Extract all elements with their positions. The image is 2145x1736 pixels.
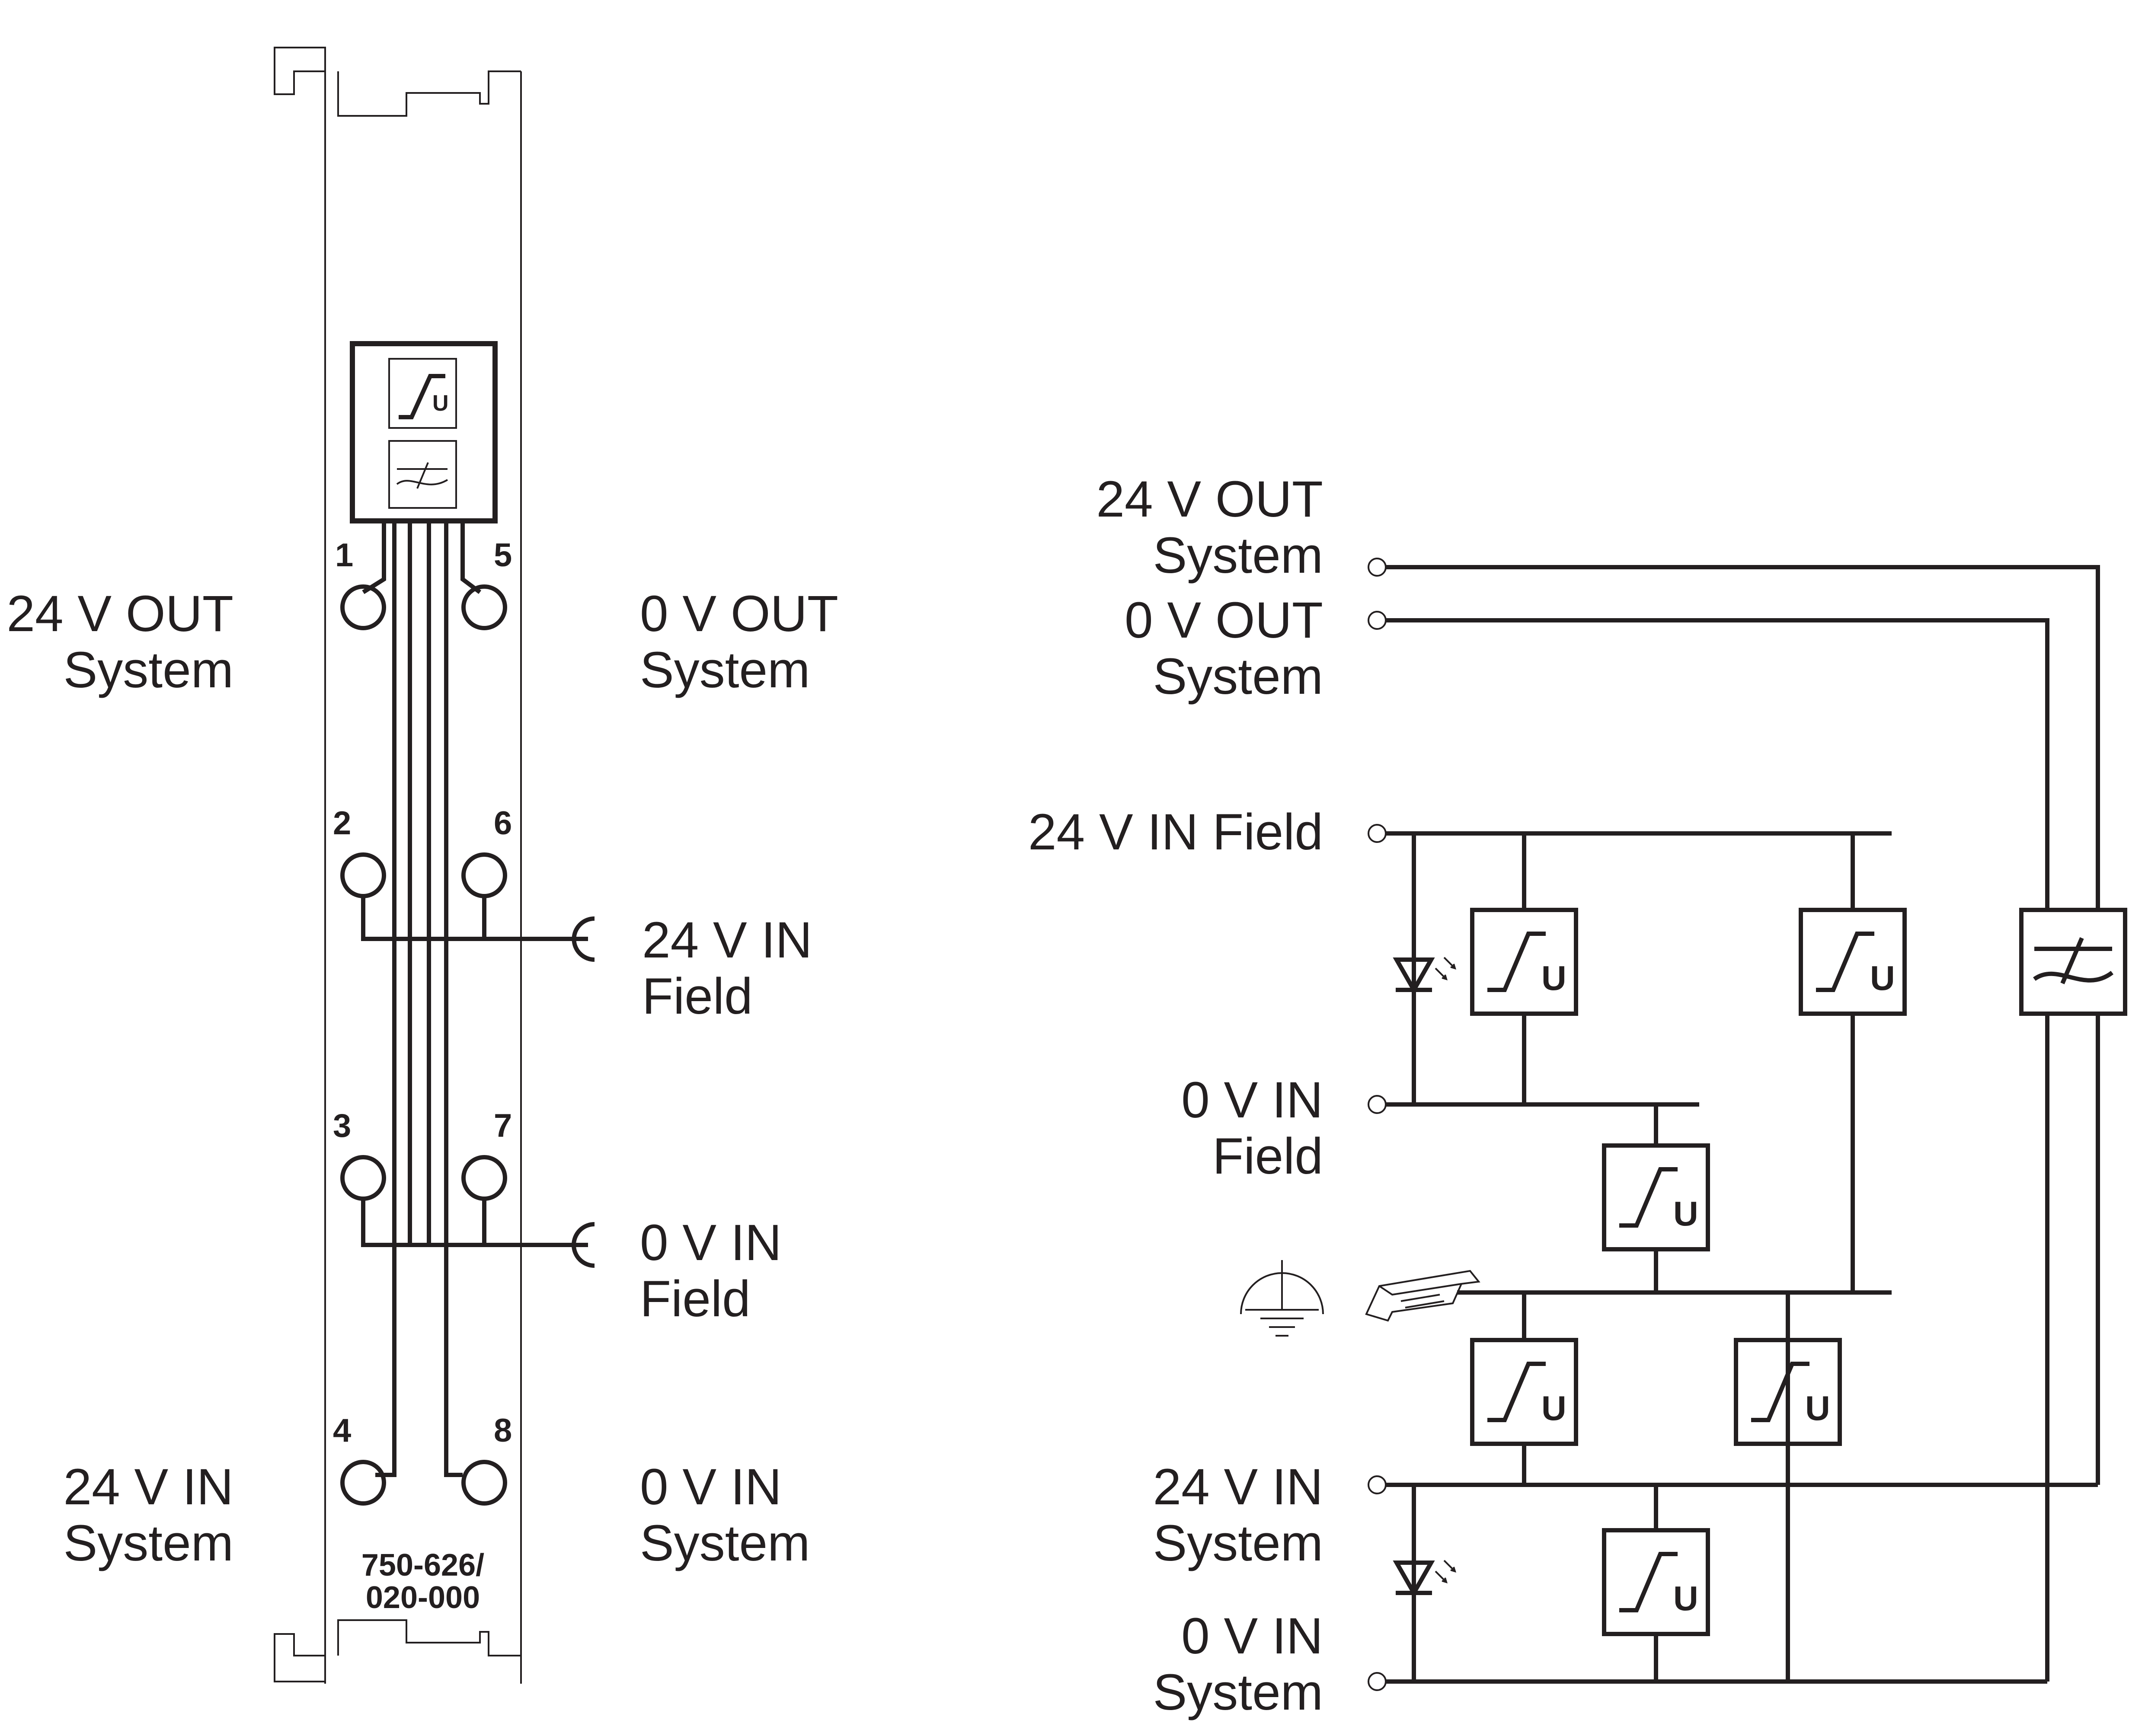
surge-block-2: U bbox=[1799, 908, 1907, 1016]
surge-block-4: U bbox=[1470, 1338, 1578, 1446]
sch-terminal-24v-out[interactable] bbox=[1368, 558, 1387, 577]
ground-icon bbox=[1240, 1260, 1324, 1337]
filter-symbol bbox=[2019, 908, 2127, 1016]
sch-label-0v-out: 0 V OUT bbox=[1125, 592, 1323, 649]
schematic-terminals bbox=[1368, 558, 1387, 1691]
label-24v-out-system: 24 V OUT bbox=[6, 585, 233, 642]
label-0v-out-system: 0 V OUT bbox=[640, 585, 838, 642]
terminal-number-1: 1 bbox=[335, 537, 353, 574]
sch-terminal-24v-in-field[interactable] bbox=[1368, 824, 1387, 843]
terminal-3[interactable] bbox=[340, 1155, 386, 1201]
surge-letter-2: U bbox=[1870, 959, 1895, 997]
module-terminals bbox=[340, 584, 595, 1506]
sch-terminal-0v-out[interactable] bbox=[1368, 611, 1387, 630]
filter-symbol bbox=[388, 440, 457, 509]
terminal-2[interactable] bbox=[340, 852, 386, 898]
schematic-labels: 24 V OUT System 0 V OUT System 24 V IN F… bbox=[1028, 471, 1323, 1721]
led-icon-2 bbox=[1393, 1560, 1456, 1598]
surge-letter-3: U bbox=[1673, 1194, 1698, 1233]
label-24v-in-system-2: System bbox=[64, 1515, 233, 1572]
surge-letter-4: U bbox=[1541, 1389, 1566, 1427]
schematic-wiring bbox=[1386, 565, 2100, 1684]
terminal-1[interactable] bbox=[340, 584, 386, 630]
terminal-number-6: 6 bbox=[494, 805, 512, 842]
label-24v-in-field: 24 V IN bbox=[642, 912, 812, 969]
surge-letter-6: U bbox=[1673, 1579, 1698, 1618]
terminal-5[interactable] bbox=[461, 584, 507, 630]
sch-terminal-0v-in-system[interactable] bbox=[1368, 1672, 1387, 1691]
terminal-8[interactable] bbox=[461, 1460, 507, 1506]
sch-terminal-0v-in-field[interactable] bbox=[1368, 1095, 1387, 1114]
terminal-numbers: 1 5 2 6 3 7 4 8 bbox=[333, 537, 512, 1449]
label-0v-in-system-2: System bbox=[640, 1515, 810, 1572]
label-24v-in-system: 24 V IN bbox=[63, 1458, 233, 1516]
sch-label-0v-in-field-2: Field bbox=[1212, 1128, 1323, 1185]
label-0v-out-system-2: System bbox=[640, 641, 810, 699]
terminal-number-7: 7 bbox=[494, 1107, 512, 1144]
sch-label-0v-in-system-2: System bbox=[1153, 1664, 1323, 1721]
label-0v-in-field-2: Field bbox=[640, 1270, 751, 1328]
surge-block-3: U bbox=[1602, 1143, 1710, 1251]
module-labels: 24 V OUT System 0 V OUT System 24 V IN F… bbox=[6, 585, 838, 1615]
sch-label-0v-in-system: 0 V IN bbox=[1181, 1608, 1323, 1665]
terminal-number-8: 8 bbox=[494, 1412, 512, 1449]
sch-terminal-24v-in-system[interactable] bbox=[1368, 1475, 1387, 1494]
sch-label-24v-in-system: 24 V IN bbox=[1153, 1458, 1323, 1516]
terminal-4[interactable] bbox=[340, 1460, 386, 1506]
terminal-6[interactable] bbox=[461, 852, 507, 898]
label-24v-out-system-2: System bbox=[64, 641, 233, 699]
sch-label-24v-in-field: 24 V IN Field bbox=[1028, 804, 1323, 861]
led-icon bbox=[1393, 957, 1456, 995]
module-housing bbox=[274, 47, 522, 1684]
terminal-number-2: 2 bbox=[333, 805, 351, 842]
din-rail-icon bbox=[1365, 1270, 1480, 1322]
module-surge-letter: U bbox=[432, 391, 449, 416]
terminal-number-3: 3 bbox=[333, 1107, 351, 1144]
symbols-box: U bbox=[350, 341, 498, 523]
surge-block-1: U bbox=[1470, 908, 1578, 1016]
sch-label-0v-out-2: System bbox=[1153, 648, 1323, 705]
terminal-number-4: 4 bbox=[333, 1412, 351, 1449]
sch-label-24v-out-2: System bbox=[1153, 527, 1323, 584]
terminal-number-5: 5 bbox=[494, 537, 512, 574]
internal-bus bbox=[362, 521, 481, 1477]
surge-block-5: U bbox=[1734, 1338, 1842, 1446]
part-number-2: 020-000 bbox=[366, 1580, 480, 1615]
surge-protection-symbol bbox=[388, 358, 457, 429]
surge-block-6: U bbox=[1602, 1528, 1710, 1636]
surge-blocks: U U U U U U bbox=[1470, 908, 1907, 1636]
terminal-7[interactable] bbox=[461, 1155, 507, 1201]
part-number-1: 750-626/ bbox=[361, 1548, 484, 1583]
surge-letter-1: U bbox=[1541, 959, 1566, 997]
label-0v-in-system: 0 V IN bbox=[640, 1458, 782, 1516]
sch-label-24v-in-system-2: System bbox=[1153, 1515, 1323, 1572]
label-0v-in-field: 0 V IN bbox=[640, 1214, 782, 1271]
sch-label-0v-in-field: 0 V IN bbox=[1181, 1072, 1323, 1129]
sch-label-24v-out: 24 V OUT bbox=[1096, 471, 1323, 528]
label-24v-in-field-2: Field bbox=[642, 968, 753, 1025]
surge-letter-5: U bbox=[1805, 1389, 1830, 1427]
